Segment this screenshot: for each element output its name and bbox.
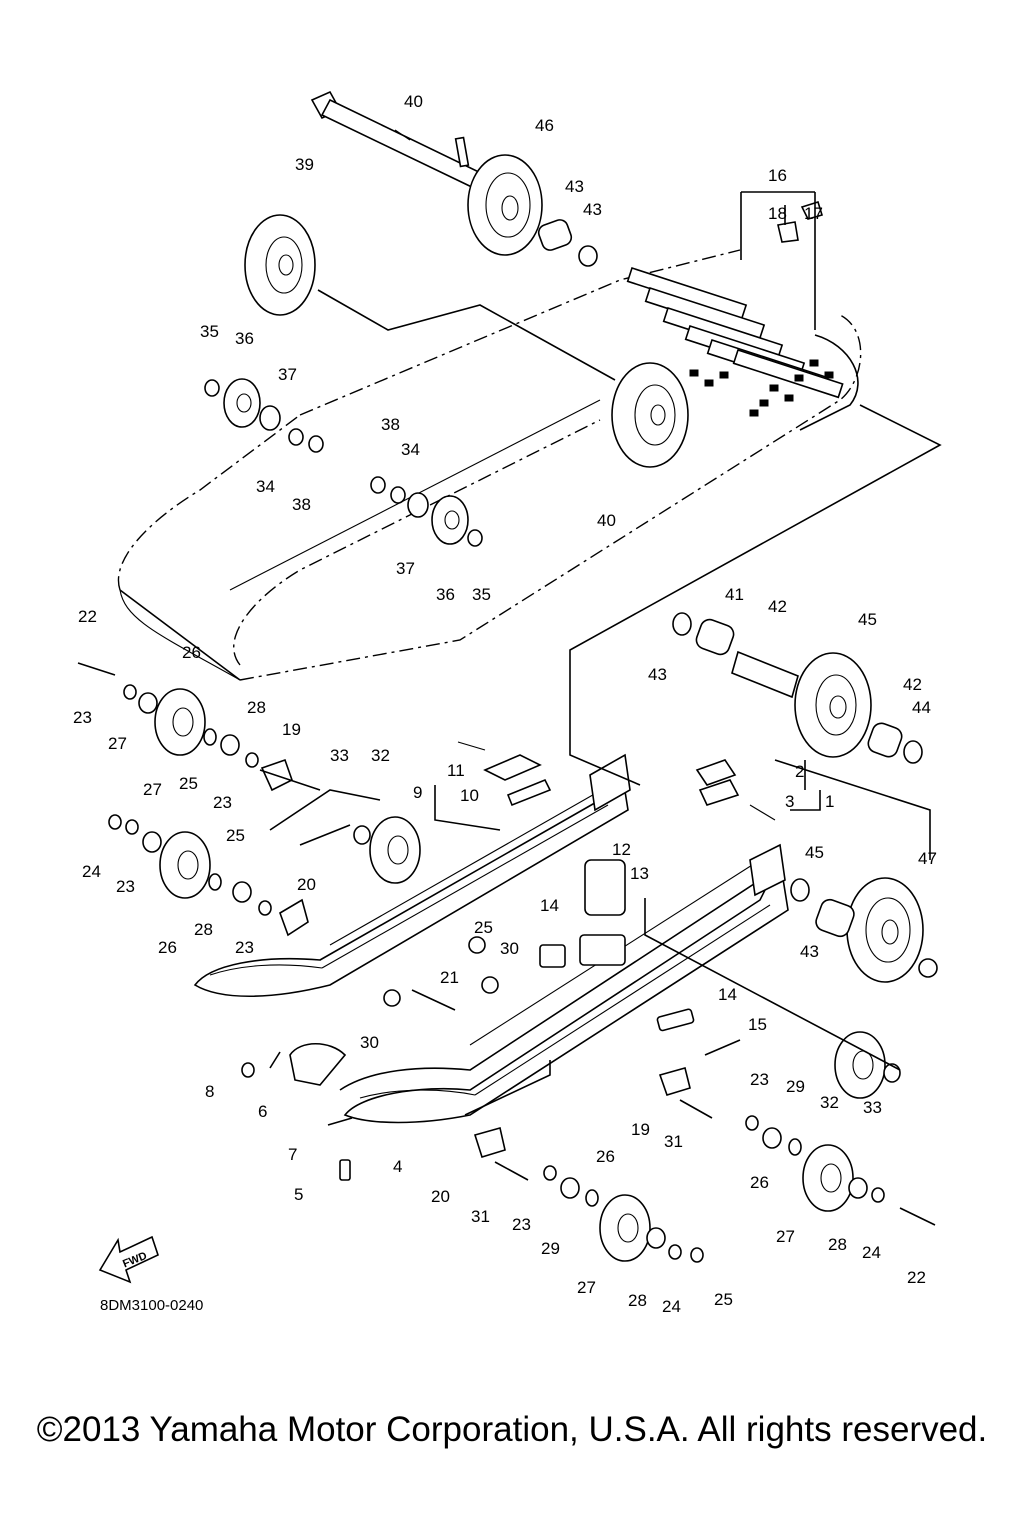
part-label: 23	[213, 793, 232, 812]
part-label: 23	[116, 877, 135, 896]
part-label: 43	[565, 177, 584, 196]
part-label: 24	[862, 1243, 881, 1262]
part-label: 31	[664, 1132, 683, 1151]
part-label: 40	[404, 92, 423, 111]
part-label: 27	[776, 1227, 795, 1246]
part-label: 9	[413, 783, 422, 802]
part-label: 44	[912, 698, 931, 717]
part-label: 23	[235, 938, 254, 957]
part-label: 45	[805, 843, 824, 862]
part-label: 46	[535, 116, 554, 135]
part-label: 35	[472, 585, 491, 604]
part-label: 36	[436, 585, 455, 604]
skid-rails	[193, 753, 789, 1124]
part-label: 14	[540, 896, 559, 915]
part-label: 47	[918, 849, 937, 868]
part-label: 15	[748, 1015, 767, 1034]
part-label: 30	[360, 1033, 379, 1052]
part-label: 33	[330, 746, 349, 765]
part-label: 23	[73, 708, 92, 727]
part-label: 38	[381, 415, 400, 434]
part-label: 28	[828, 1235, 847, 1254]
part-label: 22	[78, 607, 97, 626]
part-label: 4	[393, 1157, 402, 1176]
part-label: 26	[750, 1173, 769, 1192]
part-label: 27	[108, 734, 127, 753]
part-label: 2	[795, 762, 804, 781]
part-label: 20	[431, 1187, 450, 1206]
part-label: 35	[200, 322, 219, 341]
part-label: 21	[440, 968, 459, 987]
part-label: 28	[194, 920, 213, 939]
part-label: 11	[447, 761, 465, 780]
part-label: 43	[583, 200, 602, 219]
part-label: 22	[907, 1268, 926, 1287]
part-label: 6	[258, 1102, 267, 1121]
part-label: 38	[292, 495, 311, 514]
part-label: 12	[612, 840, 631, 859]
part-label: 13	[630, 864, 649, 883]
part-label: 23	[750, 1070, 769, 1089]
shaft-39	[310, 90, 487, 192]
part-label: 1	[825, 792, 834, 811]
part-label: 25	[226, 826, 245, 845]
part-label: 17	[804, 204, 823, 223]
part-label: 34	[401, 440, 420, 459]
part-label: 16	[768, 166, 787, 185]
part-label: 32	[371, 746, 390, 765]
part-label: 39	[295, 155, 314, 174]
part-label: 42	[768, 597, 787, 616]
part-label: 36	[235, 329, 254, 348]
part-label: 32	[820, 1093, 839, 1112]
part-label: 43	[648, 665, 667, 684]
leader-lines	[259, 191, 942, 1116]
part-label: 26	[596, 1147, 615, 1166]
part-label: 7	[288, 1145, 297, 1164]
part-label: 41	[725, 585, 744, 604]
part-label: 20	[297, 875, 316, 894]
part-label: 40	[597, 511, 616, 530]
part-label: 29	[541, 1239, 560, 1258]
part-label: 8	[205, 1082, 214, 1101]
part-label: 29	[786, 1077, 805, 1096]
track-lugs	[626, 266, 859, 431]
part-label: 33	[863, 1098, 882, 1117]
part-label: 10	[460, 786, 479, 805]
part-label: 28	[628, 1291, 647, 1310]
part-label: 5	[294, 1185, 303, 1204]
part-label: 45	[858, 610, 877, 629]
part-labels: 1 2 3 4 5 6 7 8 9 10 11 12 13 14 14 15 1…	[73, 92, 937, 1316]
copyright-notice: ©2013 Yamaha Motor Corporation, U.S.A. A…	[36, 1410, 988, 1449]
part-label: 19	[631, 1120, 650, 1139]
part-label: 30	[500, 939, 519, 958]
part-label: 27	[143, 780, 162, 799]
part-label: 37	[278, 365, 297, 384]
part-label: 37	[396, 559, 415, 578]
part-label: 23	[512, 1215, 531, 1234]
part-label: 43	[800, 942, 819, 961]
part-label: 24	[662, 1297, 681, 1316]
part-label: 25	[714, 1290, 733, 1309]
part-label: 42	[903, 675, 922, 694]
part-label: 18	[768, 204, 787, 223]
small-parts	[77, 200, 936, 1226]
part-label: 31	[471, 1207, 490, 1226]
part-label: 14	[718, 985, 737, 1004]
part-label: 27	[577, 1278, 596, 1297]
part-label: 34	[256, 477, 275, 496]
part-label: 25	[179, 774, 198, 793]
reference-code: 8DM3100-0240	[100, 1297, 204, 1314]
part-label: 26	[182, 643, 201, 662]
fwd-arrow-icon: FWD	[98, 1235, 159, 1284]
part-label: 24	[82, 862, 101, 881]
part-label: 28	[247, 698, 266, 717]
part-label: 3	[785, 792, 794, 811]
track-belt	[117, 249, 862, 681]
part-label: 19	[282, 720, 301, 739]
part-label: 26	[158, 938, 177, 957]
part-label: 25	[474, 918, 493, 937]
wheels	[108, 154, 938, 1263]
